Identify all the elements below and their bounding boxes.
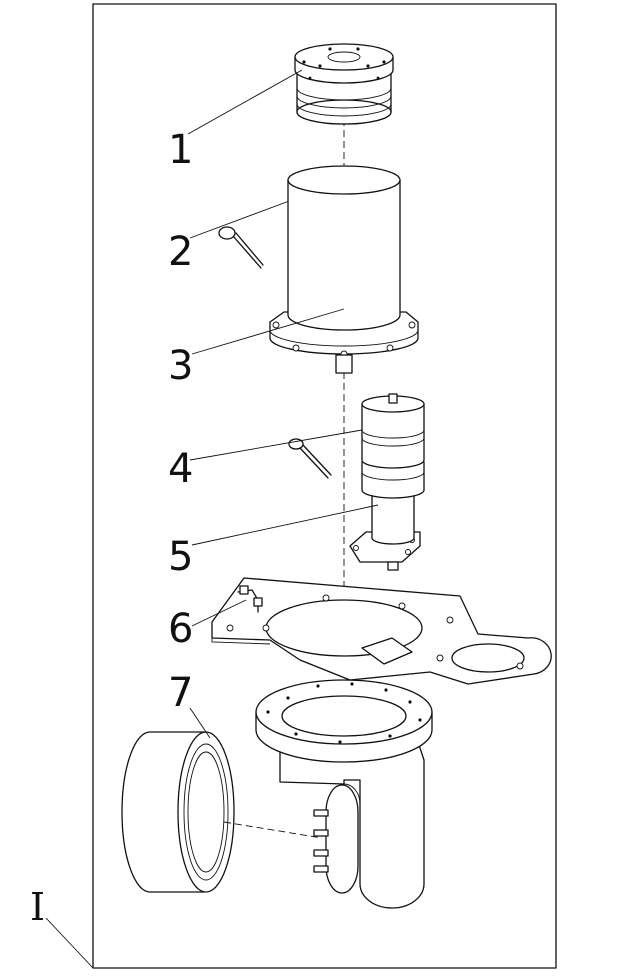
part-sensor-probe-upper: [218, 226, 264, 269]
view-label: I: [30, 885, 45, 929]
part-sensor-probe-lower: [288, 438, 332, 479]
callout-5: 5: [168, 534, 193, 580]
part-motor-housing: [269, 165, 419, 374]
frame-border: [92, 3, 557, 969]
callout-7: 7: [168, 670, 193, 716]
callout-6: 6: [168, 606, 193, 652]
callout-3: 3: [168, 343, 193, 389]
callout-1: 1: [168, 127, 193, 173]
part-wheel-fork: [255, 679, 433, 909]
part-wheel: [121, 731, 235, 893]
callout-2: 2: [168, 229, 193, 275]
callout-4: 4: [168, 446, 193, 492]
part-mounting-plate: [211, 577, 552, 685]
part-brake-assembly: [294, 43, 394, 125]
frame-corner-leader: [45, 917, 94, 969]
part-drive-motor: [349, 393, 425, 571]
